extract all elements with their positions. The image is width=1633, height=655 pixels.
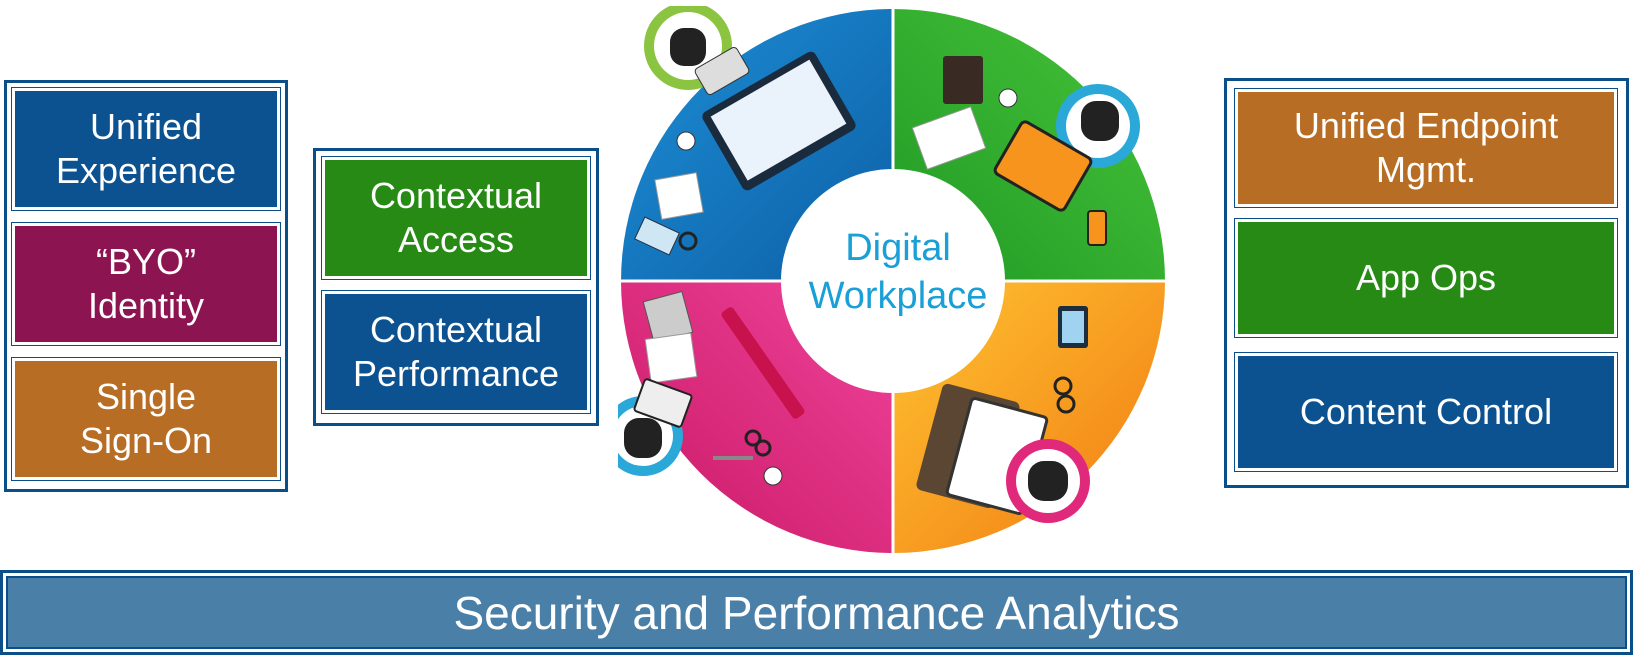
unified-endpoint-mgmt-tile: Unified Endpoint Mgmt. xyxy=(1234,88,1618,208)
unified-experience-tile: Unified Experience xyxy=(11,87,281,211)
person-monitor-illustration xyxy=(634,6,856,256)
center-circle xyxy=(781,169,1005,393)
middle-tile-group: Contextual Access Contextual Performance xyxy=(313,148,599,426)
content-control-tile: Content Control xyxy=(1234,352,1618,472)
digital-workplace-title: Digital Workplace xyxy=(808,227,988,318)
person-monitor-bottom-left-illustration xyxy=(618,290,805,486)
person-laptop-top-right-illustration xyxy=(911,56,1140,246)
person-laptop-bottom-right-illustration xyxy=(916,306,1090,523)
single-sign-on-tile: Single Sign-On xyxy=(11,357,281,481)
security-performance-analytics-label: Security and Performance Analytics xyxy=(6,576,1627,649)
contextual-access-tile: Contextual Access xyxy=(321,156,591,280)
digital-workplace-wheel xyxy=(618,6,1168,556)
byo-identity-tile: “BYO” Identity xyxy=(11,222,281,346)
app-ops-tile: App Ops xyxy=(1234,218,1618,338)
right-tile-group: Unified Endpoint Mgmt. App Ops Content C… xyxy=(1224,78,1629,488)
analytics-banner: Security and Performance Analytics xyxy=(0,570,1633,655)
contextual-performance-tile: Contextual Performance xyxy=(321,290,591,414)
left-tile-group: Unified Experience “BYO” Identity Single… xyxy=(4,80,288,492)
